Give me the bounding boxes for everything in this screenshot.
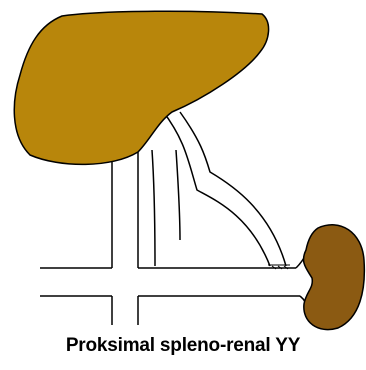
vena-cava — [112, 150, 138, 325]
kidney — [304, 225, 365, 330]
diagram-caption: Proksimal spleno-renal YY — [0, 335, 366, 357]
liver — [14, 11, 268, 164]
splenic-vein-inner-wall — [180, 112, 286, 266]
portal-vein-right-wall — [176, 150, 180, 240]
splenic-vein — [162, 110, 286, 266]
renal-vein — [40, 268, 300, 296]
portal-vein-left-wall — [152, 150, 155, 266]
anastomosis-sutures — [268, 265, 292, 269]
portal-vein — [152, 150, 180, 266]
